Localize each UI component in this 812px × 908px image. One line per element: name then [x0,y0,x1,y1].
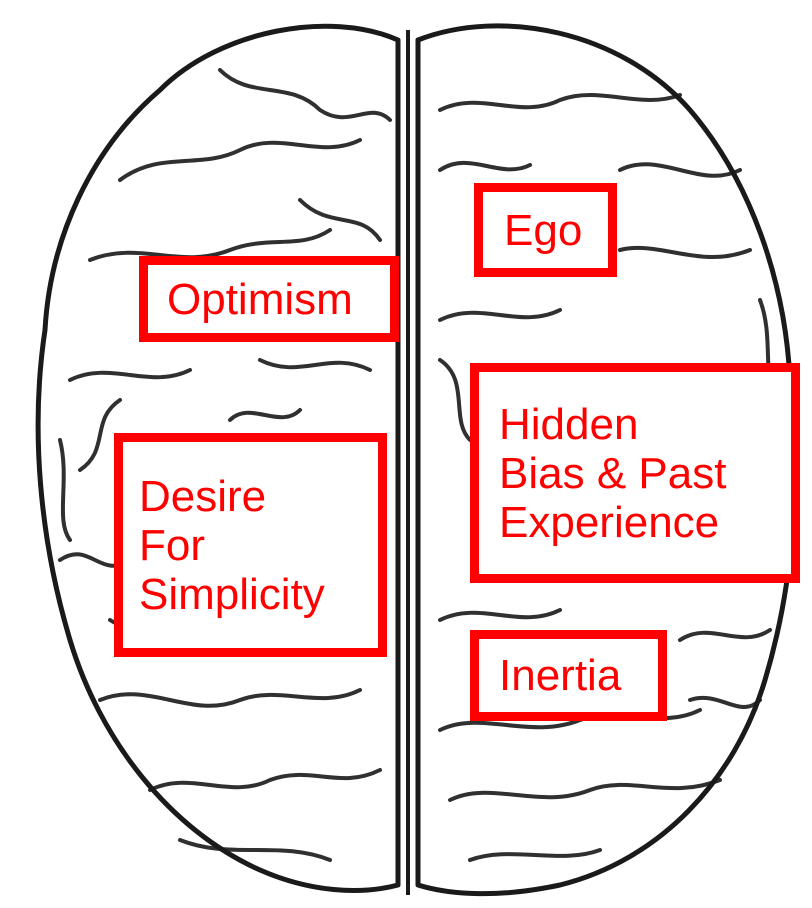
label-optimism: Optimism [139,256,399,342]
label-desire-line-3: Simplicity [139,570,325,619]
label-desire-line-2: For [139,521,325,570]
label-desire-line-1: Desire [139,472,325,521]
label-hidden-bias-line-1: Hidden [499,400,726,449]
label-inertia-line: Inertia [499,651,621,700]
label-inertia: Inertia [470,630,667,721]
label-hidden-bias-line-2: Bias & Past [499,449,726,498]
label-optimism-line: Optimism [167,275,353,324]
label-ego: Ego [474,183,617,277]
label-hidden-bias-line-3: Experience [499,498,726,547]
label-hidden-bias: Hidden Bias & Past Experience [470,363,800,583]
label-ego-line: Ego [504,206,582,255]
label-desire-for-simplicity: Desire For Simplicity [114,433,387,657]
